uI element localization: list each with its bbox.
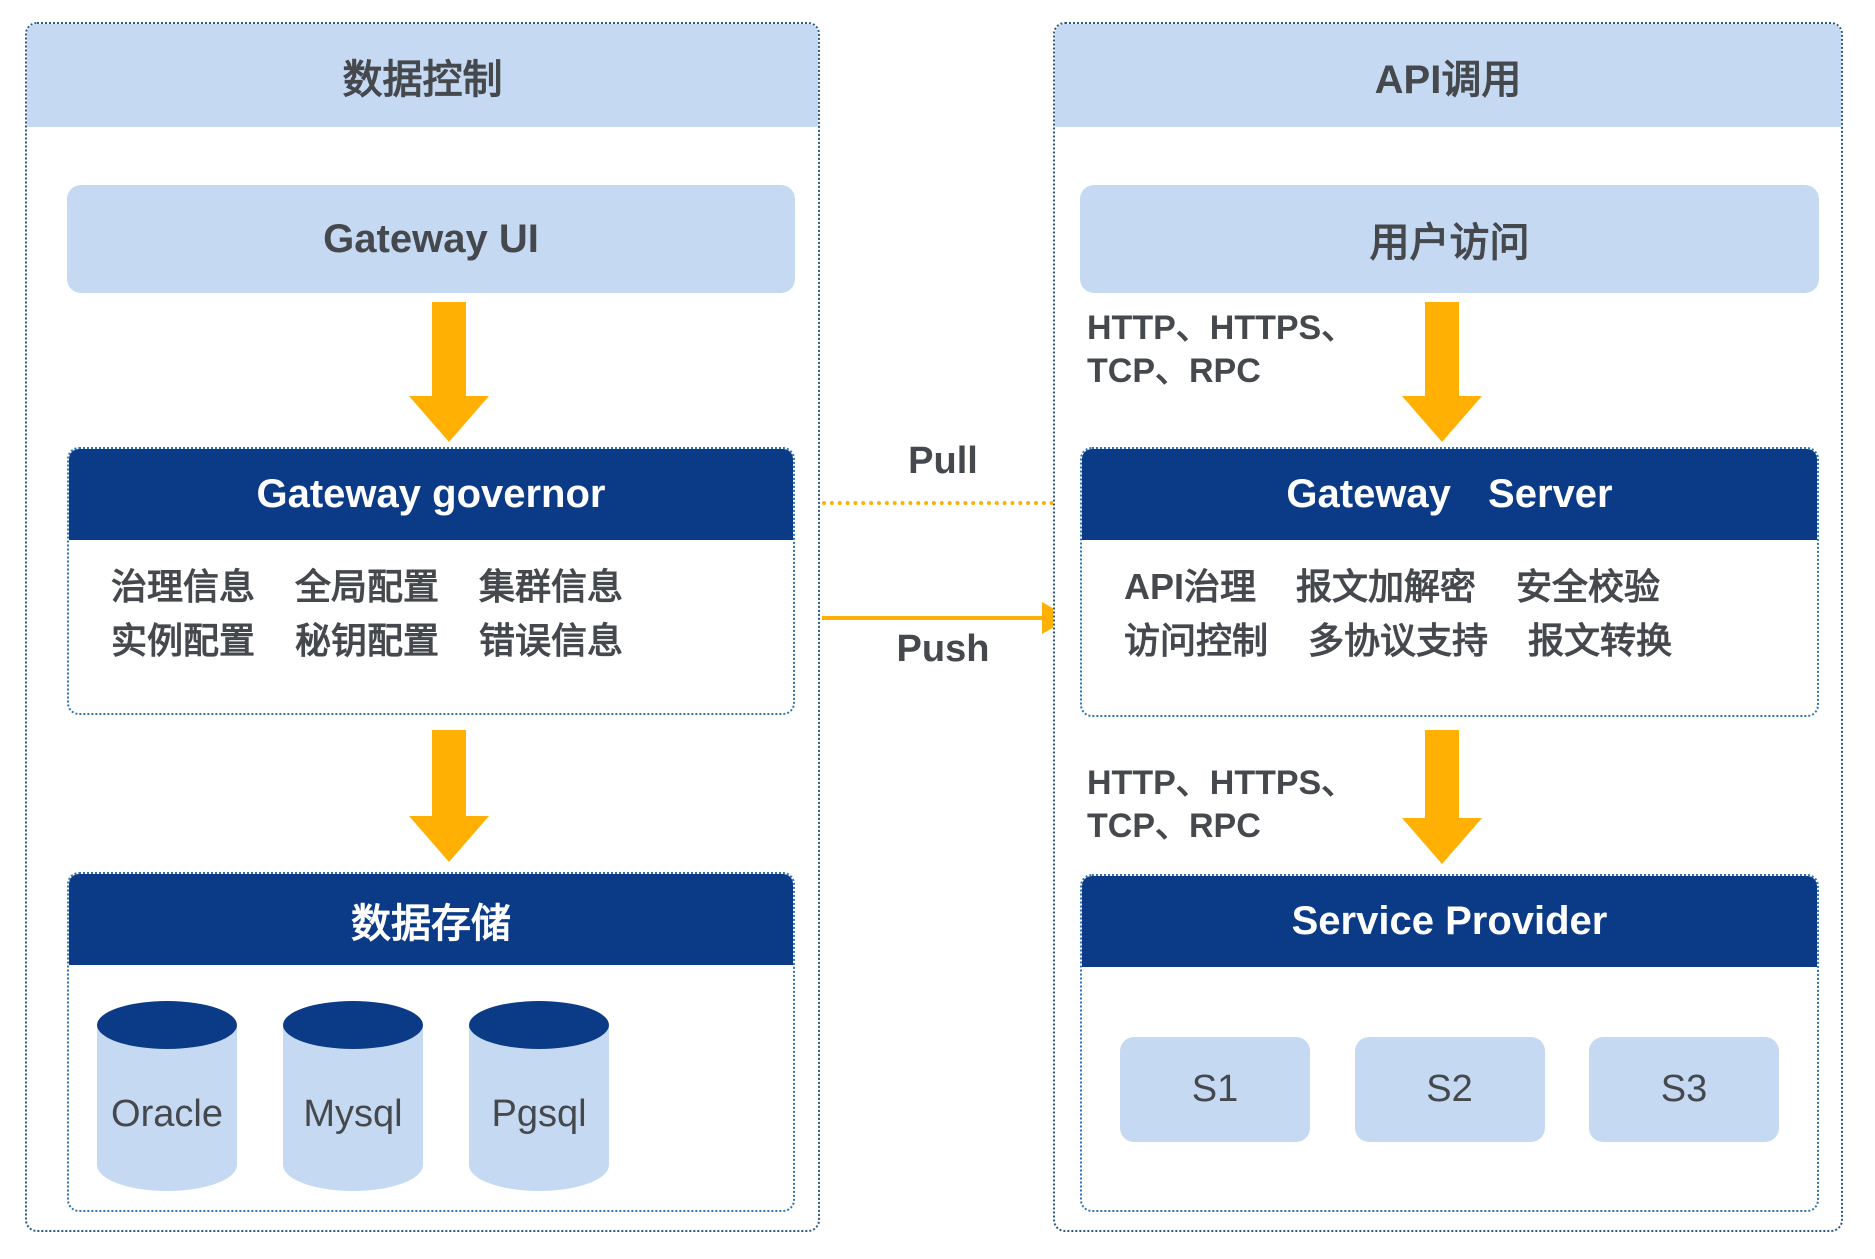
down-arrow-icon: [1402, 302, 1482, 442]
server-item: 访问控制: [1124, 620, 1269, 661]
arrow-shaft: [432, 730, 466, 816]
arrow-head: [1402, 818, 1482, 864]
data-control-panel: 数据控制 Gateway UI Gateway governor 治理信息 全局…: [25, 22, 820, 1232]
arrow-shaft: [1425, 730, 1459, 818]
gateway-governor-items: 治理信息 全局配置 集群信息 实例配置 秘钥配置 错误信息: [69, 540, 793, 668]
server-items-row1: API治理 报文加解密 安全校验: [1124, 560, 1807, 614]
gateway-governor-block: Gateway governor 治理信息 全局配置 集群信息 实例配置 秘钥配…: [67, 447, 795, 715]
down-arrow-icon: [409, 302, 489, 442]
cylinder-top-icon: [283, 1001, 423, 1049]
cylinder-top-icon: [97, 1001, 237, 1049]
data-storage-block: 数据存储 Oracle Mysql Pgsql: [67, 872, 795, 1212]
down-arrow-icon: [409, 730, 489, 862]
server-item: 安全校验: [1516, 566, 1661, 607]
arrow-head: [1402, 396, 1482, 442]
service-box: S2: [1354, 1037, 1545, 1142]
gateway-server-title: Gateway Server: [1082, 449, 1817, 540]
governor-items-row1: 治理信息 全局配置 集群信息: [111, 560, 783, 614]
cylinder-body: [97, 1025, 237, 1191]
api-call-panel: API调用 用户访问 HTTP、HTTPS、 TCP、RPC Gateway S…: [1053, 22, 1843, 1232]
gateway-ui-box: Gateway UI: [67, 185, 795, 293]
database-cylinder: Oracle: [97, 1001, 237, 1191]
gateway-server-block: Gateway Server API治理 报文加解密 安全校验 访问控制 多协议…: [1080, 447, 1819, 717]
down-arrow-icon: [1402, 730, 1482, 864]
protocol-label-bottom: HTTP、HTTPS、 TCP、RPC: [1087, 764, 1356, 845]
gateway-server-items: API治理 报文加解密 安全校验 访问控制 多协议支持 报文转换: [1082, 540, 1817, 668]
data-control-panel-title: 数据控制: [27, 24, 818, 127]
governor-item: 集群信息: [479, 566, 624, 607]
api-call-panel-title: API调用: [1055, 24, 1841, 127]
governor-item: 实例配置: [111, 620, 256, 661]
service-box: S1: [1120, 1037, 1310, 1142]
database-label: Oracle: [111, 1093, 223, 1135]
pull-dotted-line: [822, 501, 1054, 505]
protocol-label-top: HTTP、HTTPS、 TCP、RPC: [1087, 309, 1356, 390]
database-cylinder: Pgsql: [469, 1001, 609, 1191]
service-list: S1 S2 S3: [1082, 967, 1817, 1210]
push-arrow-line: [822, 616, 1044, 620]
database-label: Pgsql: [491, 1093, 587, 1135]
server-item: API治理: [1124, 566, 1257, 607]
arrow-head: [409, 396, 489, 442]
gateway-governor-title: Gateway governor: [69, 449, 793, 540]
database-label: Mysql: [303, 1093, 403, 1135]
arrow-shaft: [432, 302, 466, 396]
server-item: 报文转换: [1528, 620, 1673, 661]
governor-item: 秘钥配置: [295, 620, 440, 661]
arrow-head: [409, 816, 489, 862]
service-box: S3: [1589, 1037, 1779, 1142]
service-provider-title: Service Provider: [1082, 876, 1817, 967]
user-access-box: 用户访问: [1080, 185, 1819, 293]
data-storage-title: 数据存储: [69, 874, 793, 965]
push-label: Push: [896, 628, 990, 670]
governor-item: 治理信息: [111, 566, 256, 607]
governor-items-row2: 实例配置 秘钥配置 错误信息: [111, 614, 783, 668]
cylinder-body: [469, 1025, 609, 1191]
server-item: 多协议支持: [1308, 620, 1489, 661]
pull-label: Pull: [908, 440, 978, 482]
governor-item: 全局配置: [295, 566, 440, 607]
database-cylinder: Mysql: [283, 1001, 423, 1191]
server-item: 报文加解密: [1296, 566, 1477, 607]
service-provider-block: Service Provider S1 S2 S3: [1080, 874, 1819, 1212]
governor-item: 错误信息: [479, 620, 624, 661]
cylinder-body: [283, 1025, 423, 1191]
arrow-shaft: [1425, 302, 1459, 396]
database-list: Oracle Mysql Pgsql: [69, 965, 793, 1191]
cylinder-top-icon: [469, 1001, 609, 1049]
server-items-row2: 访问控制 多协议支持 报文转换: [1124, 614, 1807, 668]
